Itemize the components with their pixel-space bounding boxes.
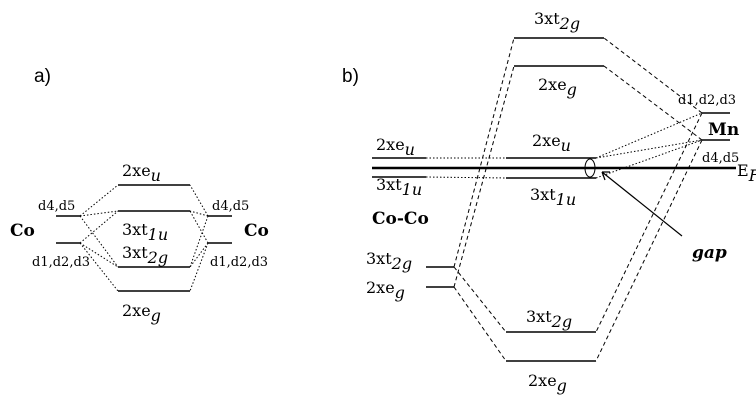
correlation-lines-b xyxy=(425,37,703,362)
label-t1u: 3xt1u xyxy=(122,220,168,244)
label-left-title: Co-Co xyxy=(372,209,429,229)
label-mid-eu: 2xeu xyxy=(532,131,571,155)
panel-a: a) 2xeu 3xt1u 3xt2g 2xeg d4,d5 Co d1,d2,… xyxy=(10,66,269,325)
label-bot-t2g: 3xt2g xyxy=(526,307,572,331)
correlation-lines-a xyxy=(79,184,209,292)
label-mid-t1u: 3xt1u xyxy=(530,185,576,209)
label-right-lower: d4,d5 xyxy=(702,151,739,166)
label-eg: 2xeg xyxy=(122,301,161,325)
panel-a-label: a) xyxy=(34,66,51,87)
label-left-lower: d1,d2,d3 xyxy=(32,255,90,270)
label-top-eg: 2xeg xyxy=(538,75,577,99)
label-left-upper: d4,d5 xyxy=(38,199,75,214)
label-gap: gap xyxy=(692,243,727,263)
label-left-t2g: 3xt2g xyxy=(366,249,412,273)
label-right-upper: d4,d5 xyxy=(212,199,249,214)
label-left-atom: Co xyxy=(10,221,35,241)
label-right-upper: d1,d2,d3 xyxy=(678,93,736,108)
label-left-eg: 2xeg xyxy=(366,278,405,302)
panel-b: b) 3xt2g 2xeg 2xeu 3xt xyxy=(342,9,756,395)
label-fermi: EF xyxy=(737,161,756,185)
panel-b-label: b) xyxy=(342,66,359,87)
gap-marker xyxy=(584,158,683,237)
label-eu: 2xeu xyxy=(122,161,161,185)
label-right-lower: d1,d2,d3 xyxy=(210,255,268,270)
label-t2g: 3xt2g xyxy=(122,243,168,267)
label-left-eu: 2xeu xyxy=(376,135,415,159)
label-right-atom: Co xyxy=(244,221,269,241)
label-bot-eg: 2xeg xyxy=(528,371,567,395)
label-top-t2g: 3xt2g xyxy=(534,9,580,33)
label-right-atom: Mn xyxy=(708,120,739,140)
label-left-t1u: 3xt1u xyxy=(376,175,422,199)
